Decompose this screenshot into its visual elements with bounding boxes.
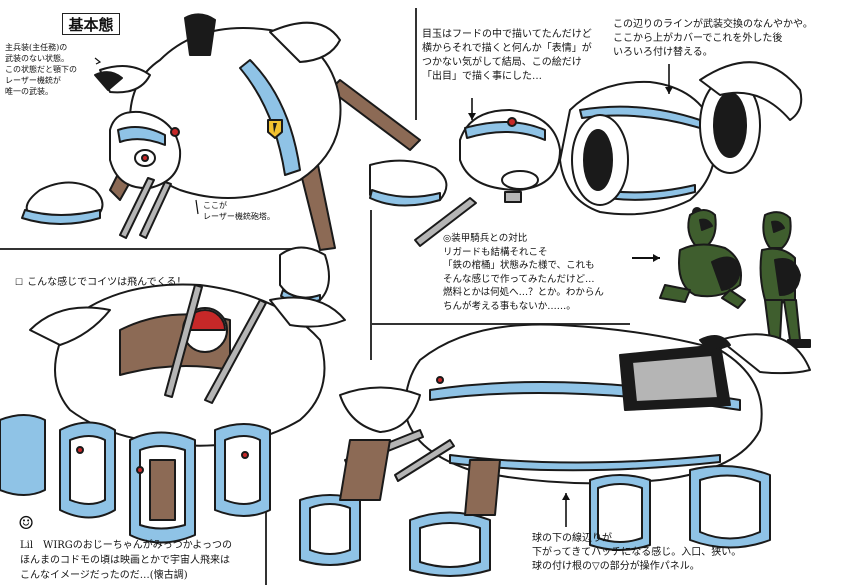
mecha-base-form-side [414,61,803,247]
note-flying: ☐こんな感じでコイツは飛んでくる！ [15,262,186,290]
divider-vertical-bottom [265,465,267,585]
note-eye-design: 目玉はフードの中で描いてたんだけど 横からそれで描くと何んか「表情」が つかない… [422,29,592,82]
smiley-icon: ☺ [18,513,35,534]
note-armored-trooper-comparison: ◎装甲騎兵との対比 リガードも結構それこそ 「鉄の棺桶」状態みた様で、これも そ… [443,233,604,312]
divider-vertical-mid [370,210,372,360]
mecha-base-form-front [21,13,448,305]
flying-note-text: こんな感じでコイツは飛んでくる！ [27,277,187,288]
note-lil-wirg: Lil WIRGのおじーちゃんがみっつかよっつの ほんまのコドモの頃は映画とかで… [20,540,232,581]
divider-vertical-top [415,8,417,120]
divider-horizontal-mid [370,323,630,325]
top-left-note-pointer [94,57,102,65]
note-armament-state: 主兵装(主任務)の 武装のない状態。 この状態だと顎下の レーザー機銃が 唯一の… [5,43,77,96]
flying-note-icon: ☐ [15,278,24,288]
page-title: 基本態 [62,13,120,35]
mecha-flying-form [0,283,346,544]
divider-horizontal-left [0,248,300,250]
note-hatch: 球の下の線辺りが 下がってきてハッチになる感じ。入口、狭い。 球の付け根の▽の部… [532,533,742,572]
pilot-figure-standing [759,211,811,348]
mecha-side-flying-form [299,323,811,577]
note-armament-line: この辺りのラインが武装交換のなんやかや。 ここから上がカバーでこれを外した後 い… [613,19,813,58]
laser-label-leader [195,199,199,215]
note-laser-turret: ここが レーザー機銃砲塔。 [203,201,275,221]
pilot-figure-crouching [659,209,746,309]
